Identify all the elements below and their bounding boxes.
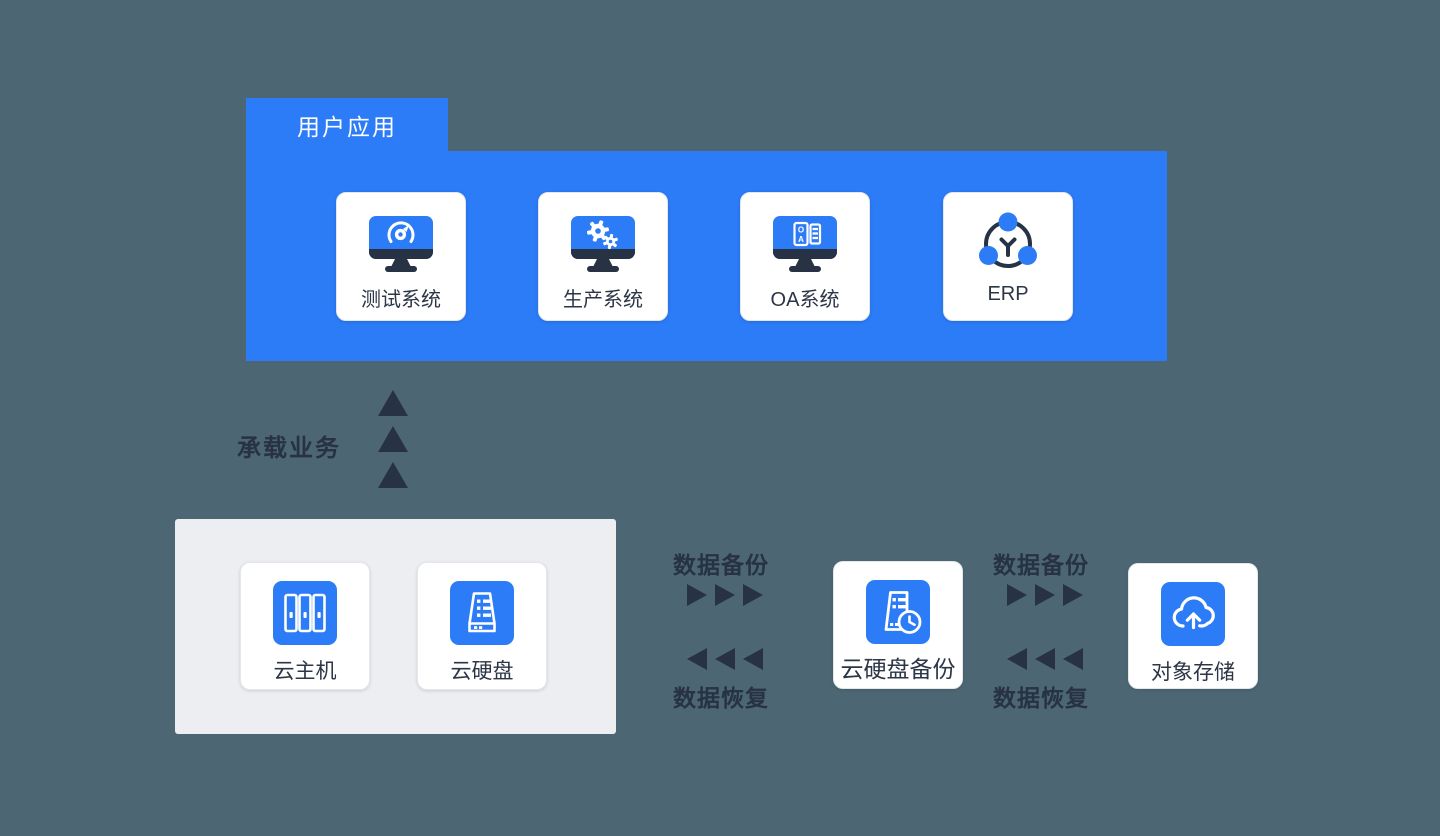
card-object-storage: 对象存储 <box>1128 563 1258 689</box>
app-card-label: ERP <box>987 283 1029 305</box>
left-arrow-icon <box>715 648 735 670</box>
infra-card-label: 云主机 <box>273 660 337 683</box>
monitor-gears-icon <box>570 205 636 281</box>
infra-card-cloud-disk: 云硬盘 <box>417 562 547 690</box>
left-arrow-icon <box>1007 648 1027 670</box>
card-cloud-disk-backup: 云硬盘备份 <box>833 561 963 689</box>
data-backup-label: 数据备份 <box>673 552 769 578</box>
user-apps-tab-label: 用户应用 <box>297 113 397 140</box>
backup-card-label: 云硬盘备份 <box>840 656 956 682</box>
app-card-erp: ERP <box>943 192 1073 321</box>
app-card-production-system: 生产系统 <box>538 192 668 321</box>
left-arrow-icon <box>687 648 707 670</box>
app-card-label: OA系统 <box>770 289 840 311</box>
infra-card-label: 云硬盘 <box>450 660 514 683</box>
app-card-test-system: 测试系统 <box>336 192 466 321</box>
right-arrow-icon <box>687 584 707 606</box>
data-restore-label: 数据恢复 <box>673 685 769 711</box>
monitor-oa-icon: O A <box>772 205 838 281</box>
app-card-label: 测试系统 <box>361 289 441 311</box>
storage-card-label: 对象存储 <box>1151 661 1235 684</box>
right-arrow-icon <box>1035 584 1055 606</box>
right-arrow-icon <box>1007 584 1083 606</box>
right-arrow-icon <box>687 584 763 606</box>
infra-card-cloud-host: 云主机 <box>240 562 370 690</box>
up-arrow-icon <box>378 462 408 488</box>
right-arrow-icon <box>743 584 763 606</box>
left-arrow-icon <box>687 648 763 670</box>
app-card-label: 生产系统 <box>563 289 643 311</box>
cloud-host-icon <box>273 575 337 651</box>
data-backup-label: 数据备份 <box>993 552 1089 578</box>
up-arrow-icon <box>378 390 408 488</box>
svg-text:O: O <box>798 225 804 234</box>
app-card-oa-system: O A OA系统 <box>740 192 870 321</box>
up-arrow-icon <box>378 426 408 452</box>
user-apps-tab: 用户应用 <box>246 98 448 151</box>
carry-business-label: 承载业务 <box>237 435 341 462</box>
right-arrow-icon <box>1063 584 1083 606</box>
up-arrow-icon <box>378 390 408 416</box>
cloud-upload-icon <box>1161 576 1225 652</box>
left-arrow-icon <box>1035 648 1055 670</box>
left-arrow-icon <box>1063 648 1083 670</box>
erp-share-ring-icon <box>972 205 1044 281</box>
cloud-disk-icon <box>450 575 514 651</box>
disk-backup-clock-icon <box>866 574 930 650</box>
left-arrow-icon <box>1007 648 1083 670</box>
right-arrow-icon <box>715 584 735 606</box>
data-restore-label: 数据恢复 <box>993 685 1089 711</box>
monitor-gauge-icon <box>368 205 434 281</box>
left-arrow-icon <box>743 648 763 670</box>
right-arrow-icon <box>1007 584 1027 606</box>
svg-text:A: A <box>798 235 804 244</box>
